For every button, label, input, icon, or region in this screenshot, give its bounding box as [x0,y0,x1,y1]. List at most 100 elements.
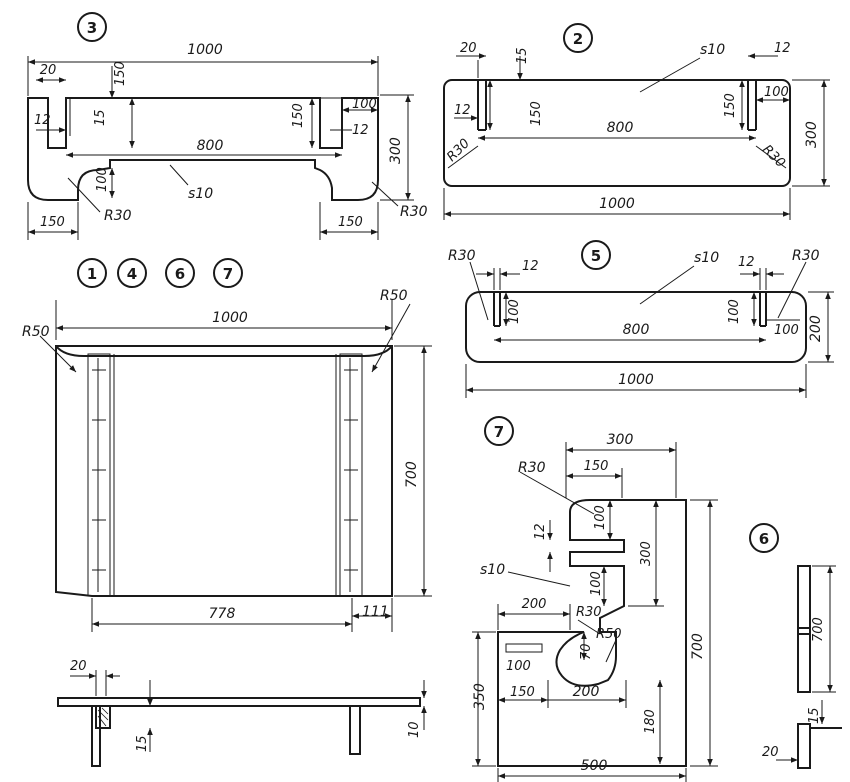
part-number-circle [563,23,593,53]
dim-12-right: 12 [352,123,369,138]
part-number-circle [484,416,514,446]
part-number-3: 3 [87,19,97,37]
dim-700: 700 [404,461,420,488]
part-5-outline [465,291,807,363]
dim-1000: 1000 [618,372,654,388]
group-number-4: 4 [127,265,137,283]
dim-111: 111 [362,604,389,620]
part-3-drawing: 3 1000 20 150 15 12 150 100 12 300 800 1… [27,12,428,240]
dim-800: 800 [197,138,224,154]
dim-200-b: 200 [573,684,600,700]
dim-200-a: 200 [522,597,547,612]
dim-100: 100 [764,85,789,100]
part-6-drawing: 6 700 15 20 [749,523,842,769]
label-r50-right: R50 [380,288,408,304]
dim-20: 20 [762,745,779,760]
label-r30-right: R30 [792,248,820,264]
part-number-7: 7 [494,423,504,441]
label-s10: s10 [694,250,719,266]
fastener-marks [92,369,358,571]
group-number-7: 7 [223,265,233,283]
part-5-drawing: 5 R30 12 s10 12 R30 100 800 100 100 [448,240,834,398]
side-view-board [57,697,421,707]
dim-150-bottom-left: 150 [40,215,65,230]
part-3-outline [27,97,379,201]
dim-350: 350 [472,683,488,710]
dim-800: 800 [623,322,650,338]
dim-300: 300 [804,121,820,148]
label-r30: R30 [104,208,132,224]
dim-100-bottom: 100 [95,167,110,192]
label-r30-left: R30 [444,136,473,165]
dim-150-top: 150 [113,61,128,86]
dim-12: 12 [774,41,791,56]
dim-150: 150 [723,93,738,118]
assembly-outline [55,345,393,597]
label-s10: s10 [700,42,725,58]
dim-150-left: 150 [529,101,544,126]
dim-15: 15 [135,735,150,752]
dim-500: 500 [581,758,608,774]
dim-12: 12 [533,523,548,540]
group-number-6: 6 [175,265,185,283]
dim-300: 300 [607,432,634,448]
dim-100-right: 100 [727,299,742,324]
dim-700: 700 [811,617,826,642]
label-r50-left: R50 [22,324,50,340]
dim-12-left: 12 [522,259,539,274]
dim-12-right: 12 [738,255,755,270]
part-number-6: 6 [759,530,769,548]
side-view-drawing: 20 15 10 [57,659,427,767]
label-s10: s10 [480,562,505,578]
dim-100-right-outer: 100 [774,323,799,338]
group-number-1: 1 [87,265,97,283]
dim-15: 15 [93,109,108,126]
dim-1000: 1000 [187,42,223,58]
dim-300: 300 [388,137,404,164]
dim-200: 200 [808,315,824,342]
part-number-2: 2 [573,30,583,48]
label-r30-right: R30 [400,204,428,220]
dim-180: 180 [643,709,658,734]
label-r30-left: R30 [448,248,476,264]
part-2-outline [443,79,791,187]
dim-150: 150 [584,459,609,474]
dim-778: 778 [209,606,236,622]
part-7-outline [497,499,687,767]
dim-100-left: 100 [507,299,522,324]
part-number-circle [77,12,107,42]
part-7-drawing: 7 300 150 R30 100 12 300 s10 100 700 200… [472,416,718,782]
assembly-drawing: 1000 R50 R50 700 778 111 [22,288,432,632]
dim-100-a: 100 [593,505,608,530]
group-labels: 1 4 6 7 [77,258,243,288]
dim-300-vertical: 300 [639,541,654,566]
dim-1000: 1000 [599,196,635,212]
dim-15: 15 [807,707,822,724]
dim-12: 12 [34,113,51,128]
dim-100-c: 100 [506,659,531,674]
label-r30: R30 [518,460,546,476]
part-number-5: 5 [591,247,601,265]
dim-800: 800 [607,120,634,136]
dim-15: 15 [515,47,530,64]
dim-150-right: 150 [291,103,306,128]
dim-100-b: 100 [589,571,604,596]
dim-70: 70 [579,643,594,660]
label-s10: s10 [188,186,213,202]
label-r50: R50 [596,627,622,642]
dim-20: 20 [70,659,87,674]
dim-12-left: 12 [454,103,471,118]
part-2-drawing: 2 20 15 s10 12 150 100 12 150 R30 800 R3… [443,23,830,220]
dim-20: 20 [40,63,57,78]
dim-1000: 1000 [212,310,248,326]
dim-10: 10 [407,721,422,738]
dim-100: 100 [352,97,377,112]
part-number-circle [581,240,611,270]
label-r30-b: R30 [576,605,602,620]
dim-150-bottom-right: 150 [338,215,363,230]
dim-20: 20 [460,41,477,56]
dim-150-b: 150 [510,685,535,700]
dim-700: 700 [690,633,706,660]
part-number-circle [749,523,779,553]
